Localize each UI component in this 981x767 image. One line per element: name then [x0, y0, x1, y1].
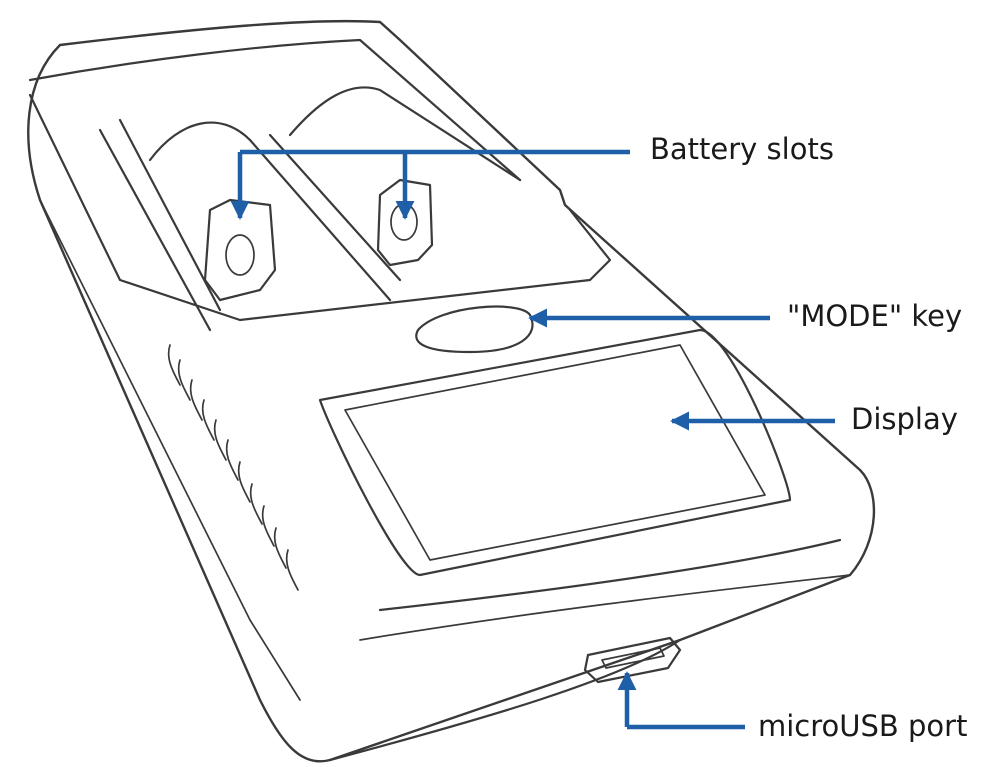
callout-arrows — [230, 149, 835, 730]
vent — [189, 379, 203, 421]
left-side-panel — [39, 199, 301, 701]
mode-key-label: "MODE" key — [787, 299, 963, 333]
vent — [225, 439, 239, 481]
usb-port-outer — [583, 636, 682, 684]
display-label: Display — [851, 402, 958, 436]
mode-key-shape — [415, 305, 534, 354]
vent — [273, 527, 287, 569]
display-panel — [318, 328, 792, 577]
inner-tray-edge — [28, 93, 612, 322]
display-bezel — [318, 328, 792, 577]
slot-cradle-left — [148, 121, 252, 162]
slot-cradle-right — [288, 86, 522, 182]
vent — [237, 461, 251, 503]
side-vents — [167, 344, 299, 591]
battery-slots-label: Battery slots — [650, 132, 834, 166]
microusb-port-label: microUSB port — [758, 709, 968, 743]
contact-left-hole — [225, 234, 255, 276]
vent — [261, 505, 275, 547]
vent — [213, 419, 227, 461]
vent — [177, 359, 191, 401]
front-bevel — [359, 574, 851, 641]
display-screen — [344, 344, 766, 561]
front-face-top — [378, 538, 842, 612]
contact-left — [203, 198, 277, 302]
top-rim — [28, 38, 522, 182]
front-face-bottom — [328, 638, 682, 762]
vent — [167, 344, 181, 386]
vent — [285, 549, 299, 591]
usb-port — [583, 636, 682, 684]
slot-bay-left — [98, 118, 222, 332]
vent — [201, 399, 215, 441]
vent — [249, 483, 263, 525]
usb-port-inner — [601, 647, 665, 669]
slot-bay-right — [248, 133, 402, 302]
